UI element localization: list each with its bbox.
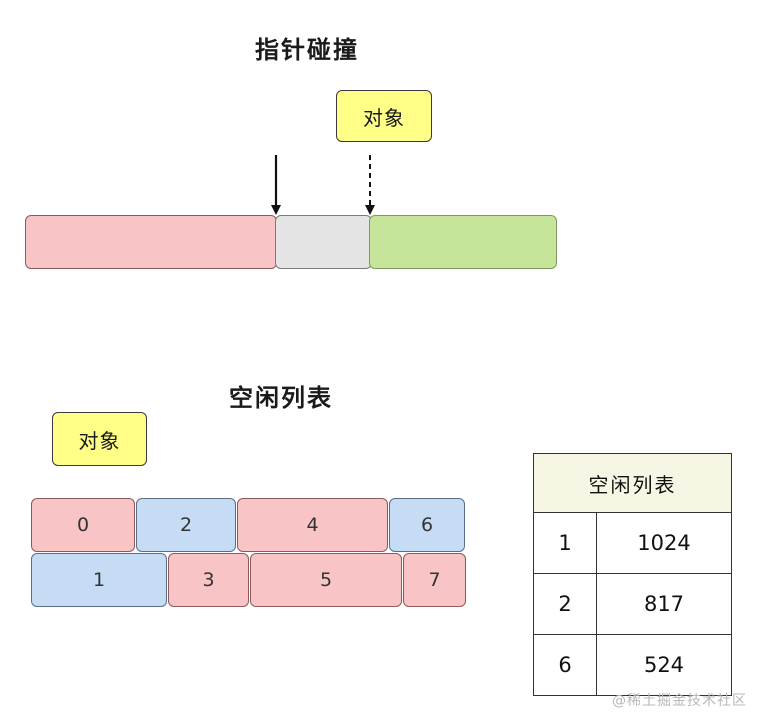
- free-memory-segment: [369, 215, 557, 269]
- used-memory-segment: [25, 215, 277, 269]
- memory-block-4: 4: [237, 498, 388, 552]
- allocated-object-segment: [275, 215, 372, 269]
- memory-block-5: 5: [250, 553, 402, 607]
- memory-block-3: 3: [168, 553, 249, 607]
- table-cell-index: 6: [533, 634, 597, 696]
- free-list-table: 空闲列表 1 1024 2 817 6 524: [533, 453, 732, 696]
- memory-block-0: 0: [31, 498, 135, 552]
- memory-block-7: 7: [403, 553, 466, 607]
- bump-pointer-object-box: 对象: [336, 90, 432, 142]
- table-row: 1 1024: [533, 512, 732, 574]
- table-cell-size: 524: [596, 634, 732, 696]
- free-list-table-header: 空闲列表: [533, 453, 732, 513]
- table-cell-size: 1024: [596, 512, 732, 574]
- free-list-object-box: 对象: [52, 412, 147, 466]
- bump-pointer-title: 指针碰撞: [255, 35, 359, 64]
- watermark: @稀土掘金技术社区: [612, 693, 747, 709]
- table-cell-size: 817: [596, 573, 732, 635]
- table-row: 6 524: [533, 634, 732, 696]
- memory-block-6: 6: [389, 498, 465, 552]
- free-list-title: 空闲列表: [229, 383, 333, 412]
- table-cell-index: 2: [533, 573, 597, 635]
- table-cell-index: 1: [533, 512, 597, 574]
- memory-block-2: 2: [136, 498, 236, 552]
- pointer-arrows: [271, 155, 375, 215]
- table-row: 2 817: [533, 573, 732, 635]
- memory-block-1: 1: [31, 553, 167, 607]
